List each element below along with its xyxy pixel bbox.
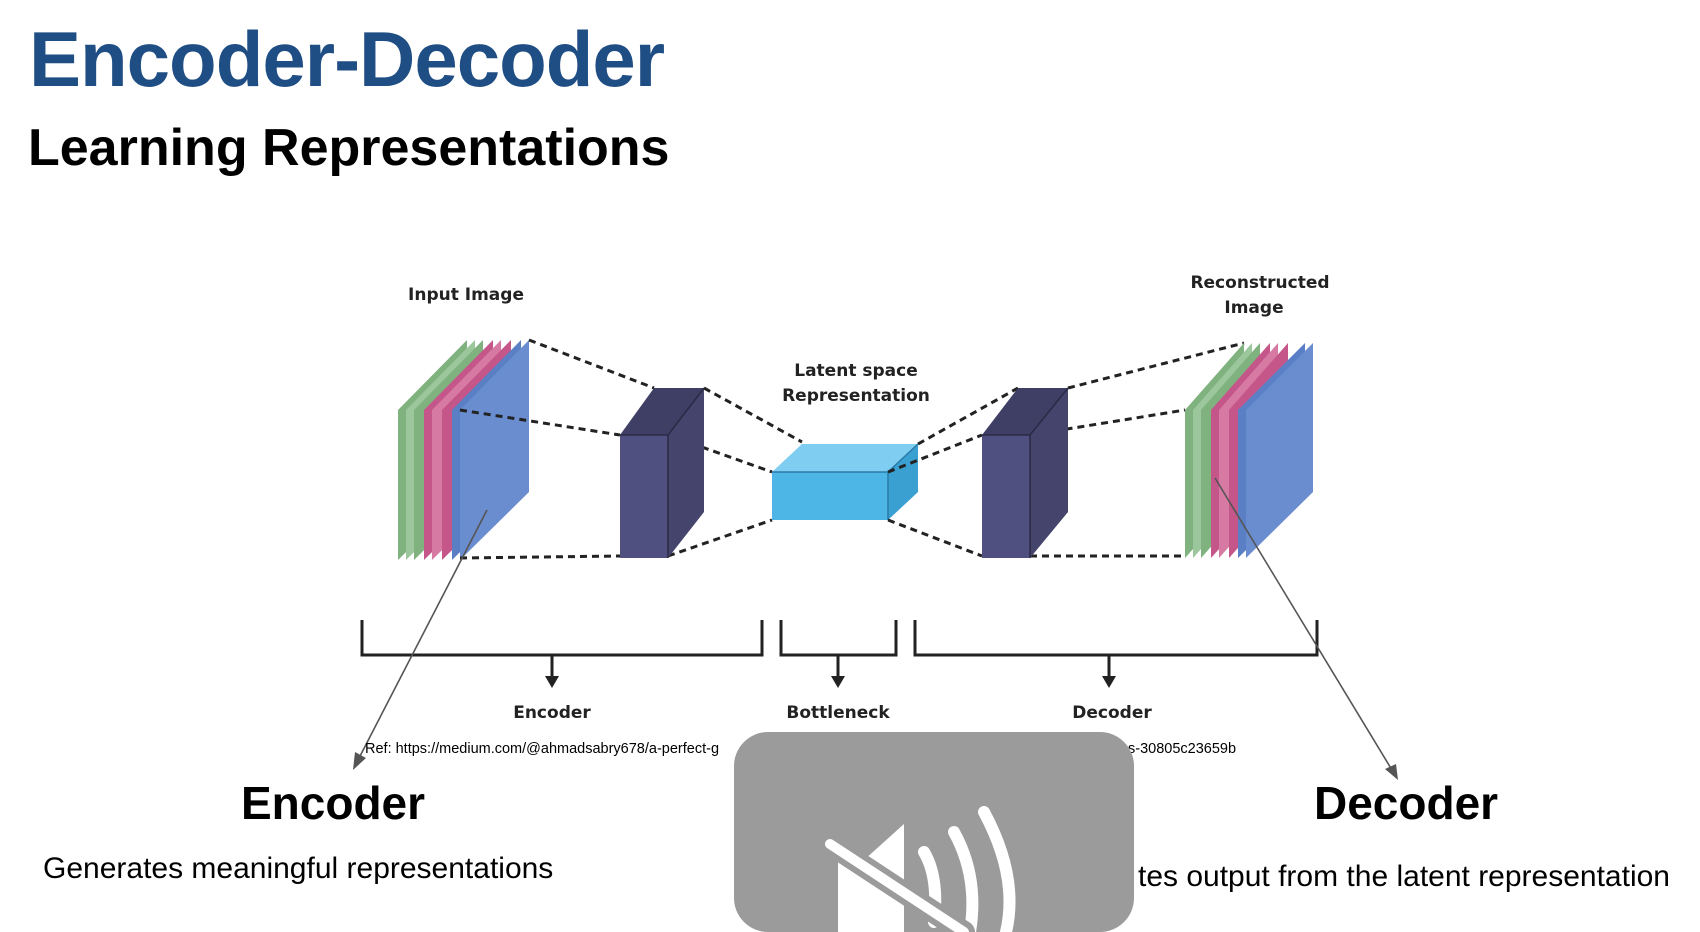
slide-title: Encoder-Decoder (29, 15, 665, 103)
annotation-arrowheads (353, 752, 1398, 780)
latent-label-line2: Representation (782, 386, 930, 406)
latent-block (772, 443, 919, 520)
reconstructed-label-line1: Reconstructed (1190, 273, 1329, 293)
decoder-heading: Decoder (1314, 777, 1499, 829)
bracket-arrowheads (545, 676, 1116, 688)
encoder-heading: Encoder (241, 777, 426, 829)
decoder-description: tes output from the latent representatio… (1138, 860, 1670, 893)
annotation-arrows (357, 477, 1393, 771)
input-image-label: Input Image (408, 285, 524, 305)
section-brackets (360, 620, 1319, 680)
slide-subtitle: Learning Representations (28, 119, 670, 177)
latent-label-line1: Latent space (794, 361, 917, 381)
encoder-block (620, 387, 705, 558)
decoder-block (982, 387, 1069, 558)
decoder-bracket-label: Decoder (1072, 703, 1152, 723)
bottleneck-bracket-label: Bottleneck (786, 703, 890, 723)
reconstructed-image-stack (1185, 343, 1313, 558)
encoder-description: Generates meaningful representations (43, 852, 554, 885)
speaker-muted-icon (819, 806, 1016, 932)
encoder-bracket-label: Encoder (513, 703, 591, 723)
input-image-stack (398, 340, 529, 560)
mute-overlay[interactable] (734, 732, 1134, 932)
reconstructed-label-line2: Image (1224, 298, 1283, 318)
reference-link-start[interactable]: Ref: https://medium.com/@ahmadsabry678/a… (365, 741, 720, 757)
reference-link-end[interactable]: s-30805c23659b (1128, 741, 1237, 757)
